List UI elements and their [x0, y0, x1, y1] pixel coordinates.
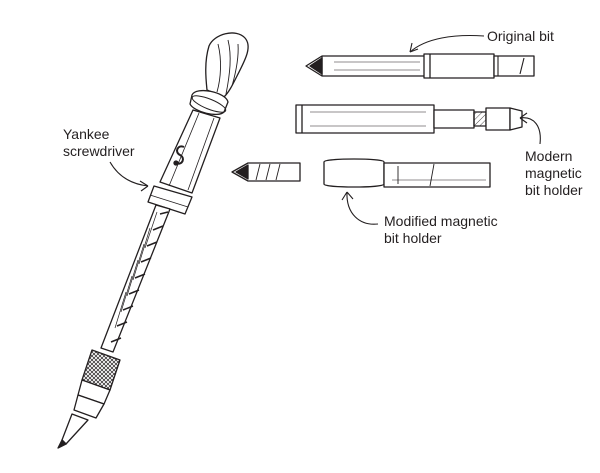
- modern-bit-holder: [295, 104, 523, 134]
- arrow-modern: [519, 117, 541, 145]
- modified-bit-holder: [231, 158, 491, 188]
- original-bit: [305, 53, 535, 79]
- barrel: [159, 109, 221, 194]
- handle: [205, 32, 249, 98]
- chuck-ring: [147, 185, 193, 215]
- arrow-modified: [346, 191, 379, 225]
- yankee-screwdriver: [57, 32, 249, 449]
- tip-bit: [61, 413, 89, 445]
- modern-holder-label: Modern magnetic bit holder: [525, 148, 583, 198]
- yankee-screwdriver-label: Yankee screwdriver: [63, 126, 135, 159]
- ratchet-slot: [175, 145, 185, 165]
- leader-arrows: [109, 35, 541, 225]
- arrow-yankee: [109, 161, 149, 187]
- original-bit-label: Original bit: [487, 28, 554, 44]
- modified-holder-label: Modified magnetic bit holder: [384, 213, 498, 246]
- arrow-original: [409, 35, 485, 53]
